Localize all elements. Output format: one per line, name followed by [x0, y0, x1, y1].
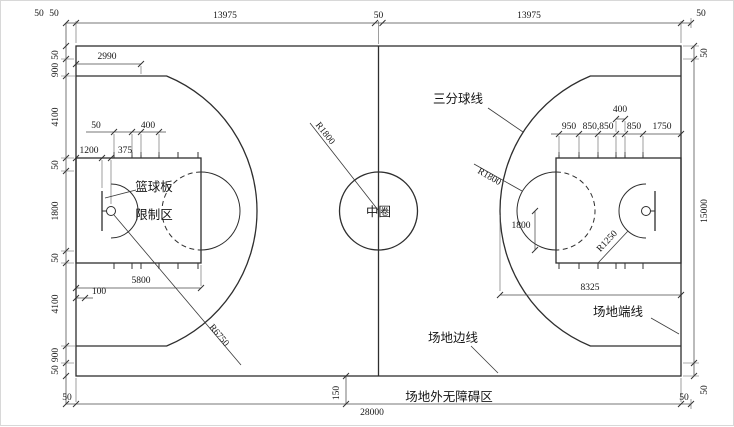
dim-left-900-top: 900: [51, 63, 61, 78]
left-key: [75, 157, 202, 264]
backboard-leader: [104, 189, 137, 199]
left-detail-ticks-b: [72, 154, 205, 302]
dim-left-50-b: 50: [51, 160, 61, 170]
right-ft-circle-outer: [516, 171, 557, 251]
dim-top-50-a: 50: [34, 9, 44, 19]
text-labels: 50 50 13975 50 13975 50 50 900 4100 50 1…: [34, 9, 710, 418]
dim-r1800-right: R1800: [476, 167, 503, 188]
three-point-label-leader: [487, 107, 524, 133]
right-detail-ticks-b: [555, 115, 685, 138]
dim-5800: 5800: [132, 276, 151, 286]
no-charge-radius-leader: [597, 230, 629, 264]
right-ft-radius-leader: [473, 163, 523, 192]
restricted-area-label: 限制区: [135, 208, 173, 222]
right-three-point-line: [499, 75, 681, 347]
detail-extensions-b: [558, 121, 644, 155]
center-circle-label: 中圈: [366, 204, 391, 219]
dim-r1250: R1250: [595, 229, 620, 255]
dim-top-center-50: 50: [374, 11, 384, 21]
dim-top-right-50: 50: [696, 9, 706, 19]
dim-left-4100-top: 4100: [51, 107, 61, 126]
dim-2990: 2990: [98, 52, 117, 62]
dim-bottom-50-left: 50: [62, 393, 72, 403]
dim-400-right: 400: [613, 105, 628, 115]
dim-right-50-bottom: 50: [700, 385, 710, 395]
leader-lines: [104, 107, 680, 374]
dim-28000: 28000: [360, 408, 384, 418]
dim-15000: 15000: [700, 199, 710, 223]
left-ft-circle-outer: [200, 171, 241, 251]
dim-left-4100-bottom: 4100: [51, 294, 61, 313]
dim-left-50-a: 50: [51, 50, 61, 60]
left-ft-circle-inner: [161, 171, 202, 251]
sideline-label-leader: [470, 345, 499, 374]
three-point-radius-leader: [113, 214, 242, 366]
dim-850: 850: [627, 122, 642, 132]
dim-left-50-d: 50: [51, 365, 61, 375]
right-basket-ring: [641, 206, 651, 216]
dim-13975-right: 13975: [517, 11, 541, 21]
dim-850-850: 850,850: [583, 122, 614, 132]
dim-mark-400: 400: [141, 121, 156, 131]
bottom-extensions: [75, 378, 682, 402]
right-ft-circle-inner: [555, 171, 596, 251]
dim-100: 100: [92, 287, 107, 297]
right-detail-ticks-a: [496, 207, 685, 299]
left-extensions: [61, 58, 76, 364]
dim-1750: 1750: [653, 122, 672, 132]
endline-label: 场地端线: [593, 305, 644, 319]
dim-left-900-bottom: 900: [51, 348, 61, 363]
dim-top-50-b: 50: [49, 9, 59, 19]
left-no-charge-arc: [110, 183, 139, 239]
dim-r1800-center: R1800: [313, 121, 337, 147]
dim-1800-right: 1800: [512, 221, 531, 231]
bottom-ticks: [62, 372, 695, 408]
center-circle: [338, 171, 419, 251]
right-extensions: [683, 45, 699, 377]
three-point-line-label: 三分球线: [433, 92, 484, 106]
dim-r6750: R6750: [207, 323, 231, 349]
dim-8325: 8325: [581, 283, 600, 293]
center-radius-leader: [309, 122, 379, 211]
detail-extensions-a: [101, 66, 501, 291]
dim-1200: 1200: [80, 146, 99, 156]
left-three-point-line: [76, 75, 258, 347]
right-no-charge-arc: [618, 183, 647, 239]
dim-13975-left: 13975: [213, 11, 237, 21]
right-key: [555, 157, 682, 264]
dim-left-1800: 1800: [51, 201, 61, 220]
endline-label-leader: [650, 317, 680, 335]
dim-left-50-c: 50: [51, 253, 61, 263]
top-extensions: [75, 18, 692, 409]
dim-right-50-top: 50: [700, 48, 710, 58]
dim-950: 950: [562, 122, 577, 132]
dim-150: 150: [332, 386, 342, 401]
left-detail-ticks-a: [72, 60, 163, 136]
left-basket-ring: [106, 206, 116, 216]
dim-bottom-50-right: 50: [679, 393, 689, 403]
extension-lines: [61, 18, 699, 409]
sideline-label: 场地边线: [428, 331, 479, 345]
backboard-label: 篮球板: [135, 179, 173, 194]
dim-375: 375: [118, 146, 133, 156]
dim-mark-50: 50: [91, 121, 101, 131]
buffer-zone-label: 场地外无障碍区: [405, 389, 493, 404]
